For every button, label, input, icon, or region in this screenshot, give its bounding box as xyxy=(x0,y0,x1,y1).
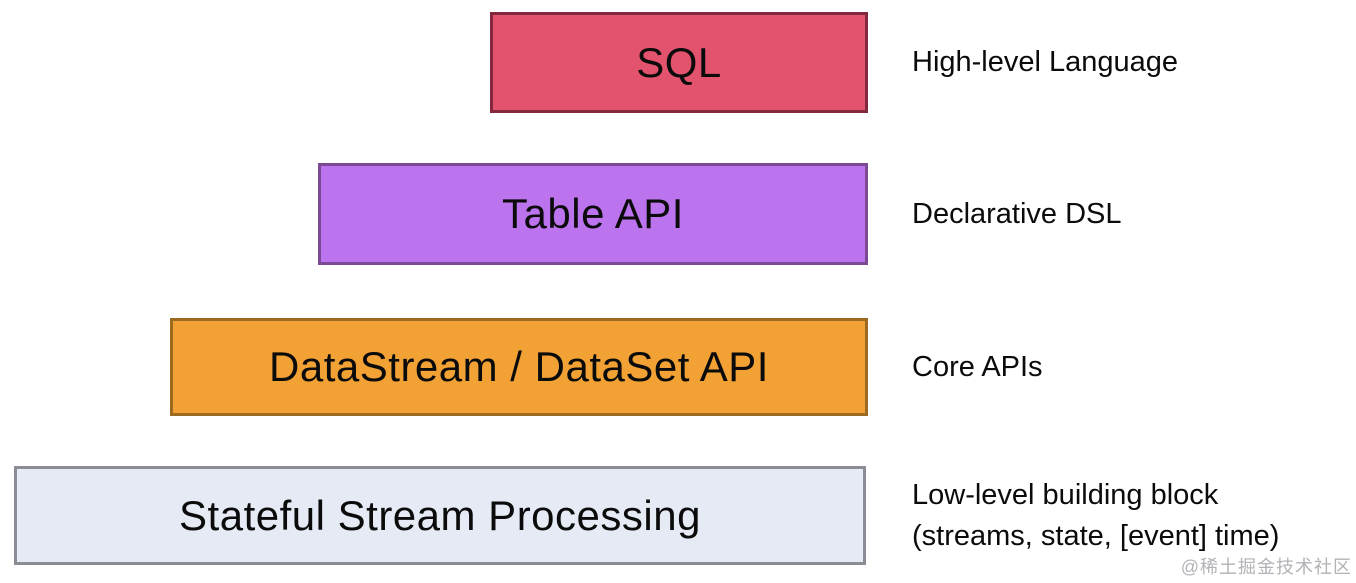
layer-annotation-stateful-stream-processing: Low-level building block (streams, state… xyxy=(912,466,1356,565)
annotation-line: High-level Language xyxy=(912,46,1179,79)
annotation-line: Declarative DSL xyxy=(912,197,1122,230)
layer-box-datastream-dataset-api: DataStream / DataSet API xyxy=(170,318,868,416)
annotation-line: Low-level building block xyxy=(912,479,1219,512)
annotation-line: (streams, state, [event] time) xyxy=(912,519,1280,552)
layer-label-datastream-dataset-api: DataStream / DataSet API xyxy=(269,343,769,390)
layer-annotation-datastream-dataset-api: Core APIs xyxy=(912,318,1356,416)
layer-label-table-api: Table API xyxy=(502,190,684,237)
annotation-line: Core APIs xyxy=(912,350,1043,383)
layer-label-sql: SQL xyxy=(636,38,722,86)
watermark: @稀土掘金技术社区 xyxy=(1180,557,1352,577)
layer-box-table-api: Table API xyxy=(318,163,868,265)
layer-box-sql: SQL xyxy=(490,12,868,113)
layer-annotation-sql: High-level Language xyxy=(912,12,1356,113)
layer-box-stateful-stream-processing: Stateful Stream Processing xyxy=(14,466,866,565)
layer-annotation-table-api: Declarative DSL xyxy=(912,163,1356,265)
layer-label-stateful-stream-processing: Stateful Stream Processing xyxy=(179,491,701,539)
